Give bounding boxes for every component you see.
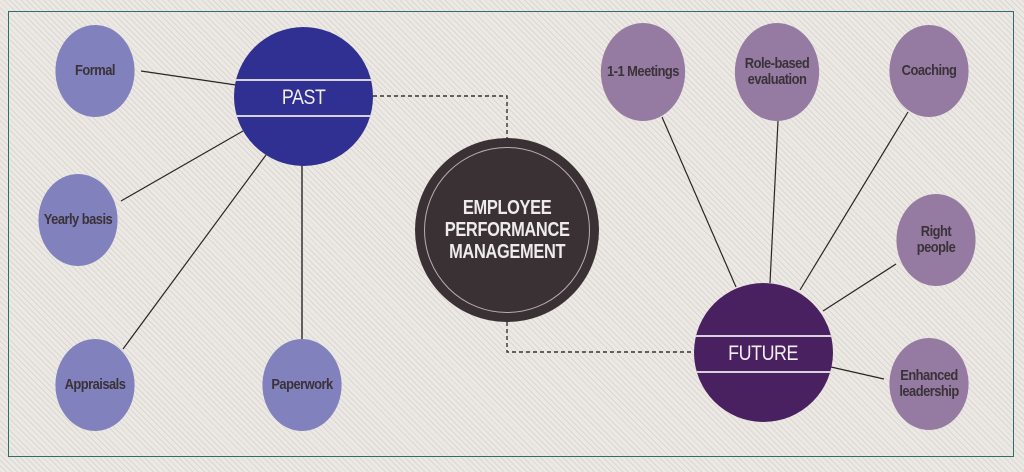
past-item-label: Appraisals [64,375,126,393]
past-item-label: Paperwork [271,375,333,393]
future-item-line: evaluation [747,71,807,88]
future-label: FUTURE [728,341,799,365]
diagram-frame [8,11,1014,457]
future-item-line: 1-1 Meetings [607,62,679,80]
dashed-link-past-center [373,95,508,138]
dashed-link-center-future [506,322,694,353]
future-item-line: leadership [899,383,959,400]
future-item-line: Enhanced [900,366,958,384]
future-item-enhanced-leadership: Enhanced leadership [889,338,969,430]
connector-future-coaching [799,111,909,291]
past-item-label: Yearly basis [43,210,113,228]
connector-future-meetings [661,116,737,288]
center-title-line: EMPLOYEE [462,197,552,219]
connector-past-formal [140,70,237,86]
center-title-line: MANAGEMENT [448,241,566,263]
connector-future-leadership [830,366,885,380]
connector-past-appraisals [122,154,267,350]
future-item-label: 1-1 Meetings [607,62,679,81]
past-item-paperwork: Paperwork [262,339,342,431]
center-ring [424,147,590,313]
future-item-line: Right [920,222,952,240]
future-item-meetings: 1-1 Meetings [600,23,686,121]
future-item-right-people: Right people [896,194,976,286]
center-topic: EMPLOYEE PERFORMANCE MANAGEMENT [415,138,599,322]
connector-future-role [769,120,779,284]
past-label: PAST [281,85,326,109]
connector-future-right [822,263,897,312]
future-item-line: Role-based [744,54,810,72]
future-item-label: Right people [916,222,956,257]
past-item-formal: Formal [55,25,135,117]
future-band: FUTURE [694,334,833,373]
future-hub: FUTURE [694,283,833,422]
future-item-label: Role-based evaluation [744,54,810,89]
past-item-label: Formal [75,61,115,79]
future-item-line: Coaching [901,61,957,79]
future-item-label: Coaching [901,61,957,80]
past-band: PAST [234,78,373,117]
future-item-line: people [916,239,956,256]
future-item-label: Enhanced leadership [899,366,959,401]
past-item-appraisals: Appraisals [55,339,135,431]
future-item-role-based: Role-based evaluation [734,23,820,121]
past-item-yearly-basis: Yearly basis [38,174,118,266]
past-hub: PAST [234,27,373,166]
connector-past-yearly [120,130,244,202]
center-title: EMPLOYEE PERFORMANCE MANAGEMENT [445,197,570,263]
future-item-coaching: Coaching [889,25,969,117]
center-title-line: PERFORMANCE [444,219,570,241]
